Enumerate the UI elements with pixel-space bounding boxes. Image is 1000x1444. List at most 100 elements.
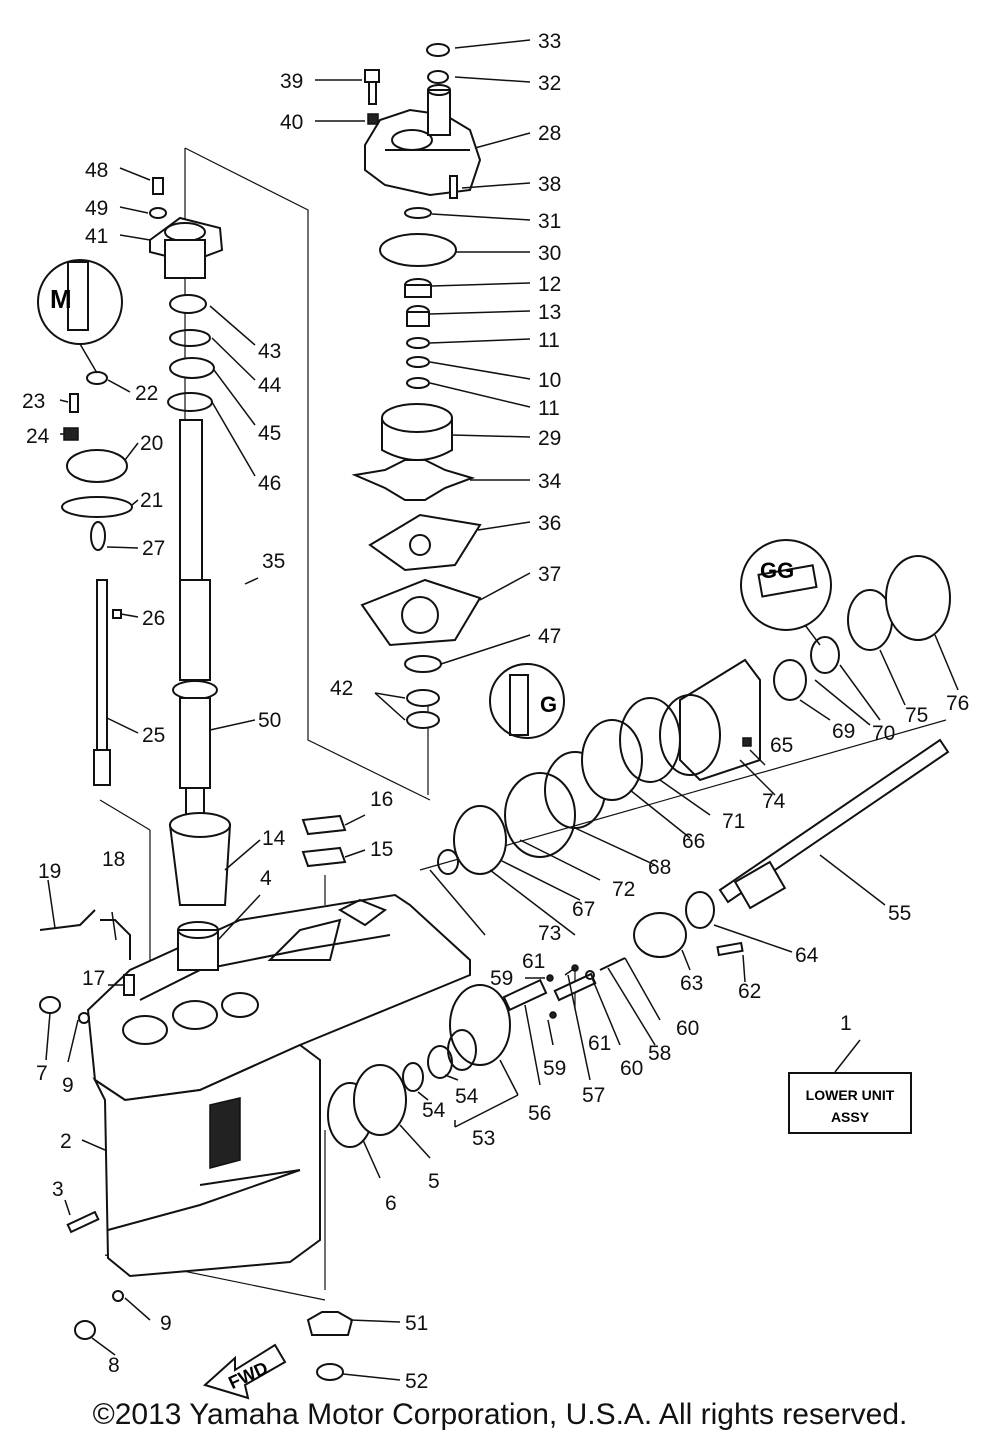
pinion-gear [306,1311,354,1381]
assy-label-line1: LOWER UNIT [805,1087,895,1103]
callout-43: 43 [258,340,281,363]
callout-10: 10 [538,369,561,392]
fwd-arrow: FWD [203,1343,287,1400]
callout-31: 31 [538,210,561,233]
lower-unit-casing [86,893,471,1278]
callout-40: 40 [280,111,303,134]
callout-9a: 9 [62,1074,74,1097]
callout-63: 63 [680,972,703,995]
callout-59b: 59 [543,1057,566,1080]
callout-56: 56 [528,1102,551,1125]
impeller-assembly [351,403,482,647]
callout-73: 73 [538,922,561,945]
callout-9b: 9 [160,1312,172,1335]
callout-66: 66 [682,830,705,853]
callout-32: 32 [538,72,561,95]
callout-75: 75 [905,704,928,727]
callout-25: 25 [142,724,165,747]
callout-4: 4 [260,867,272,890]
inset-detail-m: M [37,259,123,374]
callout-72: 72 [612,878,635,901]
callout-68: 68 [648,856,671,879]
callout-19: 19 [38,860,61,883]
drive-shaft-bearing-parts [149,177,224,412]
callout-26: 26 [142,607,165,630]
callout-48: 48 [85,159,108,182]
callout-16: 16 [370,788,393,811]
callout-35: 35 [262,550,285,573]
callout-41: 41 [85,225,108,248]
callout-61b: 61 [588,1032,611,1055]
callout-69: 69 [832,720,855,743]
propeller-shaft-parts [633,738,950,958]
callout-leaders [45,39,959,1381]
shift-rod-assembly [61,371,133,786]
callout-22: 22 [135,382,158,405]
callout-8: 8 [108,1354,120,1377]
forward-gear-parts [327,984,511,1148]
inset-detail-seal: G [489,663,565,739]
callout-3: 3 [52,1178,64,1201]
callout-1: 1 [840,1012,852,1035]
callout-53: 53 [472,1127,495,1150]
callout-7: 7 [36,1062,48,1085]
callout-labels: 1 2 3 4 5 6 7 8 9 9 10 11 11 12 13 14 15… [22,30,969,1393]
callout-76: 76 [946,692,969,715]
callout-45: 45 [258,422,281,445]
callout-11b: 11 [538,397,560,420]
callout-54a: 54 [422,1099,446,1122]
callout-65: 65 [770,734,793,757]
callout-23: 23 [22,390,45,413]
inset-symbol-gg: GG [760,558,794,583]
callout-11a: 11 [538,329,560,352]
callout-12: 12 [538,273,561,296]
callout-74: 74 [762,790,786,813]
callout-51: 51 [405,1312,428,1335]
inset-symbol-g: G [540,692,557,717]
callout-17: 17 [82,967,105,990]
shift-cam-parts [168,812,347,971]
callout-14: 14 [262,827,286,850]
callout-5: 5 [428,1170,440,1193]
callout-70: 70 [872,722,895,745]
callout-34: 34 [538,470,562,493]
callout-30: 30 [538,242,561,265]
callout-49: 49 [85,197,108,220]
callout-60b: 60 [676,1017,699,1040]
drive-shaft [172,419,218,829]
callout-61a: 61 [522,950,545,973]
callout-18: 18 [102,848,125,871]
callout-37: 37 [538,563,561,586]
callout-29: 29 [538,427,561,450]
clutch-parts [502,957,626,1019]
callout-44: 44 [258,374,282,397]
callout-58: 58 [648,1042,671,1065]
callout-21: 21 [140,489,163,512]
callout-24: 24 [26,425,50,448]
callout-13: 13 [538,301,561,324]
callout-52: 52 [405,1370,428,1393]
callout-2: 2 [60,1130,72,1153]
copyright-notice: ©2013 Yamaha Motor Corporation, U.S.A. A… [92,1398,908,1431]
lower-unit-assy-label: LOWER UNIT ASSY [788,1072,912,1134]
assy-label-line2: ASSY [830,1109,870,1125]
callout-59a: 59 [490,967,513,990]
callout-55: 55 [888,902,911,925]
callout-46: 46 [258,472,281,495]
callout-64: 64 [795,944,819,967]
callout-60a: 60 [620,1057,643,1080]
callout-54b: 54 [455,1085,479,1108]
callout-28: 28 [538,122,561,145]
callout-57: 57 [582,1084,605,1107]
callout-15: 15 [370,838,393,861]
callout-39: 39 [280,70,303,93]
callout-38: 38 [538,173,561,196]
callout-67: 67 [572,898,595,921]
callout-20: 20 [140,432,163,455]
pump-seal-stack [379,207,457,389]
callout-33: 33 [538,30,561,53]
callout-27: 27 [142,537,165,560]
callout-71: 71 [722,810,745,833]
inset-detail-gg: GG [740,539,832,646]
